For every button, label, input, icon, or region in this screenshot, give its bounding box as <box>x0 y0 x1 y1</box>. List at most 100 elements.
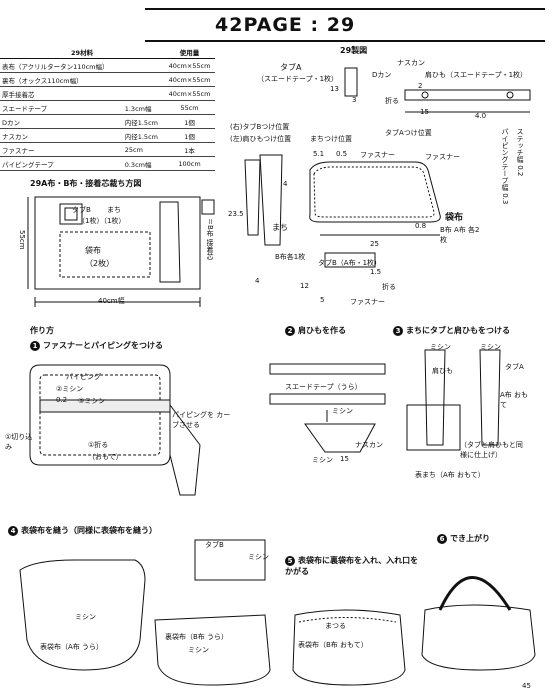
s2-tape: スエードテープ（うら） <box>285 383 362 391</box>
n4b-label: 4 <box>283 180 288 188</box>
s5-outer: 表袋布（B布 おもて） <box>298 641 368 649</box>
tab-b-zipper-label: ファスナー <box>350 298 385 306</box>
step-number: 6 <box>437 533 447 544</box>
s3-machi: 表まち（A布 おもて） <box>415 471 485 479</box>
cut-height-label: 55cm <box>18 230 26 250</box>
fukuro-note: B布 A布 各2枚 <box>440 226 480 244</box>
cut-fukuro-label: 袋布 <box>85 246 101 255</box>
step5-drawing <box>292 609 406 686</box>
diagram-title: 29製図 <box>340 46 368 55</box>
step-number: 1 <box>30 340 40 351</box>
pattern-drawing <box>244 154 441 268</box>
tab-b-label: タブB（A布・1枚） <box>318 259 382 267</box>
s4-tab: タブB <box>205 541 224 549</box>
cut-one-each: （1枚）（1枚） <box>78 217 126 225</box>
s4-sew-2: ミシン <box>75 613 96 621</box>
s2-sew: ミシン <box>332 407 353 415</box>
strap-label: 肩ひも（スエードテープ・1枚） <box>425 71 528 79</box>
n3-label: 3 <box>352 96 357 104</box>
n4-label: 4 <box>255 277 260 285</box>
step6-drawing <box>421 576 536 671</box>
s3-strap: 肩ひも <box>432 367 453 375</box>
strap-drawing <box>344 67 531 113</box>
cut-width-label: 40cm幅 <box>98 297 125 305</box>
cut-machi-label: まち <box>107 206 121 214</box>
materials-title: 29材料 <box>0 45 165 59</box>
s1-m3: ③ミシン <box>78 397 106 405</box>
s3-front: A布 おもて <box>500 391 529 409</box>
n5-label: 5 <box>320 296 325 304</box>
n40-label: 4.0 <box>475 112 487 120</box>
n05-label: 0.5 <box>336 150 348 158</box>
piping-label: パイピングテープ幅 0.3 <box>501 128 509 205</box>
table-row: 表布（アクリルタータン110cm幅）40cm×55cm <box>0 58 215 73</box>
step-number: 5 <box>285 555 295 566</box>
n235-label: 23.5 <box>228 210 244 218</box>
d-kan-label: Dカン <box>372 71 392 79</box>
tab-a-label: タブA <box>280 63 302 72</box>
page-title: 42PAGE : 29 <box>215 14 356 36</box>
page-number: 45 <box>522 682 531 690</box>
tab-a-pos-label: タブAつけ位置 <box>385 129 432 137</box>
cutting-title: 29A布・B布・接着芯裁ち方図 <box>30 179 142 188</box>
s3-note: （タブと肩ひもと同様に仕上げ） <box>460 441 523 459</box>
cut-two-label: （2枚） <box>85 259 115 268</box>
zipper-label-2: ファスナー <box>425 153 460 161</box>
s1-m2: ②ミシン <box>56 385 84 393</box>
fukuro-label: 袋布 <box>445 213 464 223</box>
s1-piping: パイピング <box>66 373 101 381</box>
step-number: 3 <box>393 325 403 336</box>
s1-front: （おもて） <box>88 453 123 461</box>
tab-a-note: （スエードテープ・1枚） <box>257 75 339 83</box>
page-header: 42PAGE : 29 <box>145 8 545 42</box>
s4-back: 表袋布（A布 うら） <box>40 643 104 651</box>
tab-b-fold-label: 折る <box>382 283 396 291</box>
fold-label: 折る <box>385 97 399 105</box>
n13-label: 13 <box>330 85 339 93</box>
step1-drawing <box>29 364 201 496</box>
s2-nasu: ナスカン <box>355 441 383 449</box>
step4-drawing <box>19 539 271 686</box>
table-header-row: 29材料 使用量 <box>0 45 215 59</box>
step3-drawing <box>406 349 501 451</box>
nasukan-label: ナスカン <box>397 59 425 67</box>
n51-label: 5.1 <box>313 150 325 158</box>
s2-n15: 15 <box>340 455 349 463</box>
s1-note: パイピングを カーブさせる <box>172 411 231 429</box>
step-number: 2 <box>285 325 295 336</box>
materials-table: 29材料 使用量 表布（アクリルタータン110cm幅）40cm×55cm 裏布（… <box>0 45 215 171</box>
machi-note: B布各1枚 <box>275 253 306 261</box>
s3-sew-2: ミシン <box>480 343 501 351</box>
machi-pos-label: まちつけ位置 <box>310 135 352 143</box>
n2-label: 2 <box>418 82 423 90</box>
n15b-label: 1.5 <box>370 268 382 276</box>
n25-label: 25 <box>370 240 379 248</box>
stitch-label: ステッチ幅 0.2 <box>516 128 524 177</box>
s2-sew-2: ミシン <box>312 456 333 464</box>
cutting-layout-drawing <box>27 196 215 307</box>
s5-inner: 裏袋布（B布 うら） <box>165 633 229 641</box>
s1-n02: 0.2 <box>56 396 68 404</box>
method-title: 作り方 <box>30 326 54 335</box>
usage-header: 使用量 <box>164 45 215 59</box>
s4-sew: ミシン <box>248 553 269 561</box>
n12-label: 12 <box>300 282 309 290</box>
s1-fold: ①折る <box>88 441 109 449</box>
cut-legend-label: ＝B布 接着芯 <box>206 218 214 261</box>
table-row: 裏布（オックス110cm幅）40cm×55cm <box>0 72 215 87</box>
s1-cut: ①切り込み <box>5 433 33 451</box>
n08-label: 0.8 <box>415 222 427 230</box>
s5-kagaru: まつる <box>325 622 346 630</box>
zipper-label: ファスナー <box>360 151 395 159</box>
